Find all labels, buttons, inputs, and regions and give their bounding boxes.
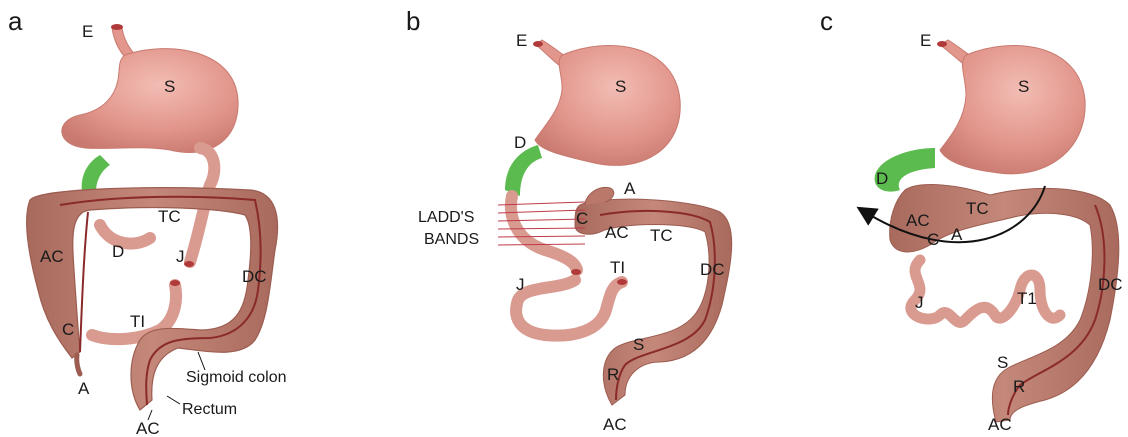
label-ascending-colon-c: AC <box>906 211 930 230</box>
label-sigmoid-b: S <box>633 335 644 354</box>
label-appendix-b: A <box>624 179 636 198</box>
label-anal-canal-a: AC <box>136 419 160 437</box>
label-appendix-a: A <box>78 379 90 398</box>
label-ladds-bands-line1: LADD'S <box>418 209 474 226</box>
pointer-rectum-a <box>167 396 180 404</box>
panel-c: c E S D AC TC C A DC J T1 S R AC <box>820 6 1123 434</box>
label-duodenum-c: D <box>876 169 888 188</box>
small-bowel-b <box>511 196 577 270</box>
label-esophagus-a: E <box>82 22 93 41</box>
label-esophagus-b: E <box>516 31 527 50</box>
label-ascending-colon-a: AC <box>40 247 64 266</box>
label-anal-canal-c: AC <box>988 415 1012 434</box>
label-anal-canal-b: AC <box>603 415 627 434</box>
appendix-a <box>77 355 80 374</box>
stomach-a <box>62 49 238 153</box>
label-stomach-b: S <box>615 77 626 96</box>
label-rectum-a: Rectum <box>182 401 237 418</box>
duodenum-b <box>505 145 542 196</box>
label-cecum-b: C <box>576 209 588 228</box>
label-rectum-b: R <box>607 365 619 384</box>
panel-letter-c: c <box>820 6 833 36</box>
label-cecum-a: C <box>62 320 74 339</box>
label-transverse-colon-c: TC <box>966 199 989 218</box>
label-sigmoid-c: S <box>997 353 1008 372</box>
label-duodenum-b: D <box>514 133 526 152</box>
label-descending-colon-c: DC <box>1098 275 1123 294</box>
duodenum-a <box>82 155 110 192</box>
label-cecum-c: C <box>927 230 939 249</box>
label-appendix-c: A <box>951 225 963 244</box>
label-esophagus-c: E <box>920 31 931 50</box>
label-duodenum-a: D <box>112 242 124 261</box>
label-transverse-colon-b: TC <box>650 226 673 245</box>
stomach-c <box>940 45 1085 173</box>
label-stomach-c: S <box>1018 77 1029 96</box>
label-rectum-c: R <box>1013 377 1025 396</box>
label-ascending-colon-b: AC <box>605 223 629 242</box>
label-terminal-ileum-b: TI <box>610 258 625 277</box>
label-ladds-bands-line2: BANDS <box>424 231 479 248</box>
panel-a: a E S TC AC D J DC C TI A Sigmoid colon … <box>8 6 287 437</box>
label-terminal-ileum-c: T1 <box>1017 289 1037 308</box>
panel-b: b E S D A C AC TC LADD'S BANDS TI DC J <box>406 6 732 434</box>
panel-letter-a: a <box>8 6 23 36</box>
pointer-sigmoid-a <box>198 352 205 370</box>
label-stomach-a: S <box>164 77 175 96</box>
label-jejunum-c: J <box>915 293 924 312</box>
label-sigmoid-colon-a: Sigmoid colon <box>186 369 287 386</box>
label-jejunum-a: J <box>176 247 185 266</box>
small-bowel-c <box>911 260 1060 322</box>
label-descending-colon-b: DC <box>700 260 725 279</box>
label-descending-colon-a: DC <box>242 267 267 286</box>
label-transverse-colon-a: TC <box>158 207 181 226</box>
label-jejunum-b: J <box>516 275 525 294</box>
panel-letter-b: b <box>406 6 420 36</box>
label-terminal-ileum-a: TI <box>130 312 145 331</box>
